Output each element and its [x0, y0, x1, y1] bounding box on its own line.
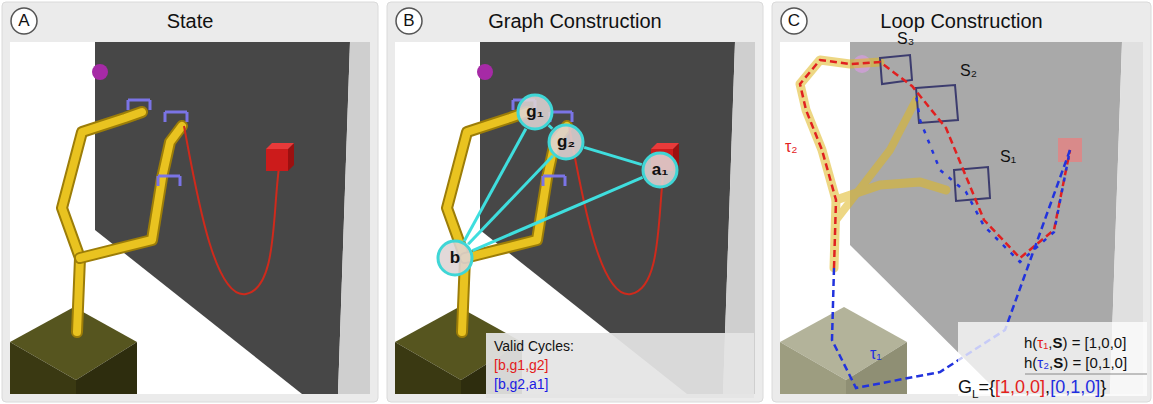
panel-ground	[2, 2, 378, 402]
label-part: ) = [1,0,0]	[1063, 334, 1127, 351]
label-part: ,	[1048, 334, 1052, 351]
panel-letter: A	[10, 7, 38, 35]
graph-node: g₂	[547, 123, 585, 161]
loop-scene	[780, 42, 1147, 396]
gripper-set	[880, 55, 912, 84]
label-part: }	[1100, 377, 1106, 397]
node-circle	[549, 125, 583, 159]
box-heading: Valid Cycles:	[494, 337, 746, 356]
path-label: τ₁	[870, 345, 882, 363]
path-label: τ₂	[785, 138, 798, 156]
label-part: [1,0,0]	[995, 377, 1045, 397]
label-part: S	[1053, 354, 1063, 371]
set-label: S₂	[960, 62, 977, 80]
ghost-arms	[800, 60, 946, 268]
label-part: G	[958, 377, 972, 397]
node-circle	[643, 153, 677, 187]
formula-patch	[958, 322, 1147, 396]
label-part: S	[1053, 334, 1063, 351]
loop-set-formula: GL={[1,0,0],[0,1,0]}	[958, 377, 1106, 400]
robot-arm	[800, 60, 880, 268]
graph-edge	[468, 156, 553, 245]
node-name: a₁	[652, 160, 669, 180]
cycle-entry: [b,g1,g2]	[494, 356, 746, 375]
loop-path-blue	[916, 95, 1070, 262]
label-part: ,	[1045, 377, 1050, 397]
graph-node: b	[436, 239, 474, 277]
label-part: ) = [0,1,0]	[1063, 354, 1127, 371]
node-name: g₂	[557, 132, 575, 152]
graph-edge	[472, 177, 642, 250]
panel-letter-text: A	[18, 11, 29, 31]
letter-circle	[396, 8, 422, 34]
graph-edge	[464, 129, 526, 242]
node-name: b	[450, 248, 460, 268]
cycle-list-box: Valid Cycles:[b,g1,g2][b,g2,a1]	[486, 333, 754, 398]
panel-title: Graph Construction	[387, 2, 763, 33]
node-circle	[518, 95, 552, 129]
panel-letter-text: B	[403, 11, 414, 31]
set-label: S₃	[897, 30, 914, 48]
panel-letter: C	[780, 7, 808, 35]
graph-edge	[584, 147, 642, 164]
label-part: h(	[1024, 334, 1037, 351]
label-part: τ₁	[1037, 334, 1048, 351]
graph-node: a₁	[641, 151, 679, 189]
panel: StateA	[2, 2, 378, 402]
gripper-set	[916, 85, 958, 123]
label-part: L	[972, 387, 979, 400]
set-label: S₁	[1000, 148, 1016, 166]
label-part: ,	[1049, 354, 1053, 371]
label-part: τ₂	[1037, 354, 1049, 371]
panel: Graph ConstructionBg₁g₂a₁bValid Cycles:[…	[387, 2, 763, 402]
robot-arm	[836, 100, 916, 220]
node-circle	[438, 241, 472, 275]
node-name: g₁	[526, 102, 543, 122]
graph-edge	[549, 125, 553, 129]
formula: h(τ₁,S) = [1,0,0]	[1024, 334, 1126, 351]
panel-ground	[387, 2, 763, 402]
formula-rule	[1025, 374, 1147, 375]
formula: h(τ₂,S) = [0,1,0]	[1024, 354, 1127, 371]
panel-letter-text: C	[788, 11, 800, 31]
panel-title: Loop Construction	[772, 2, 1151, 33]
panel-ground	[772, 2, 1151, 402]
graph-node: g₁	[516, 93, 554, 131]
robot-scene	[10, 42, 370, 394]
cycle-entry: [b,g2,a1]	[494, 375, 746, 394]
panel-letter: B	[395, 7, 423, 35]
panel-title: State	[2, 2, 378, 33]
gripper-set	[954, 167, 990, 201]
label-part: [0,1,0]	[1050, 377, 1100, 397]
letter-circle	[11, 8, 37, 34]
loop-path-red	[800, 60, 1070, 268]
label-part: ={	[979, 377, 996, 397]
letter-circle	[781, 8, 807, 34]
label-part: h(	[1024, 354, 1037, 371]
